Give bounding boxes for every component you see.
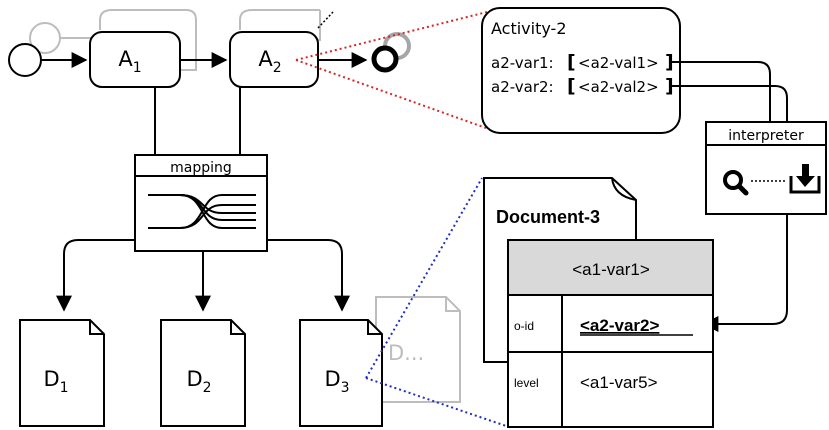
svg-text:a2-var2:: a2-var2: — [491, 78, 554, 96]
svg-text:D1: D1 — [43, 367, 68, 396]
document-more: D... — [375, 296, 461, 403]
mapping-to-documents-arrows — [56, 239, 350, 312]
document-3-detail: Document-3 <a1-var1> o-id <a2-var2> leve… — [483, 177, 714, 428]
interpreter: interpreter — [705, 121, 827, 215]
activity-2-detail: Activity-2 a2-var1: [ <a2-val1> ] a2-var… — [481, 7, 681, 134]
mapping: mapping — [134, 154, 268, 252]
svg-text:]: ] — [665, 75, 674, 97]
activity-a2: A2 — [229, 31, 319, 88]
zoom-lines-activity — [295, 11, 488, 129]
table-row-key: o-id — [514, 319, 534, 333]
svg-text:A2: A2 — [258, 47, 281, 76]
svg-text:D3: D3 — [324, 367, 349, 396]
activity-var-row: a2-var1: [ <a2-val1> ] — [491, 51, 674, 73]
document-d1: D1 — [19, 319, 105, 427]
activity-var-row: a2-var2: [ <a2-val2> ] — [491, 75, 674, 97]
svg-text:D2: D2 — [186, 367, 211, 396]
interpreter-to-oid-arrow — [702, 214, 788, 332]
table-header: <a1-var1> — [572, 260, 650, 279]
zoom-lines-document — [365, 177, 513, 429]
end-event — [371, 45, 399, 73]
activity-a1: A1 — [89, 31, 181, 88]
magnifier-icon — [723, 170, 749, 196]
variable-to-interpreter-lines — [671, 61, 788, 122]
activity-to-mapping-lines — [154, 87, 241, 155]
document-d3: D3 — [299, 319, 383, 427]
document-3-title: Document-3 — [496, 207, 600, 227]
svg-text:a2-var1:: a2-var1: — [491, 54, 554, 72]
mapping-label: mapping — [170, 160, 232, 176]
svg-text:A1: A1 — [118, 47, 141, 76]
svg-text:<a2-val2>: <a2-val2> — [578, 78, 659, 96]
table-row-value: <a1-var5> — [580, 373, 658, 392]
activity-2-title: Activity-2 — [491, 19, 567, 38]
svg-text:<a2-val1>: <a2-val1> — [578, 54, 659, 72]
mapping-icon — [148, 194, 256, 229]
document-d2: D2 — [160, 319, 246, 427]
document-table: <a1-var1> o-id <a2-var2> level <a1-var5> — [507, 239, 714, 428]
table-row-key: level — [514, 376, 539, 390]
svg-text:[: [ — [567, 75, 576, 97]
start-event — [8, 43, 42, 77]
interpreter-label: interpreter — [728, 128, 804, 144]
svg-text:D...: D... — [388, 341, 424, 365]
table-row-value: <a2-var2> — [580, 316, 659, 335]
svg-text:]: ] — [665, 51, 674, 73]
download-icon — [789, 164, 821, 194]
svg-text:[: [ — [567, 51, 576, 73]
